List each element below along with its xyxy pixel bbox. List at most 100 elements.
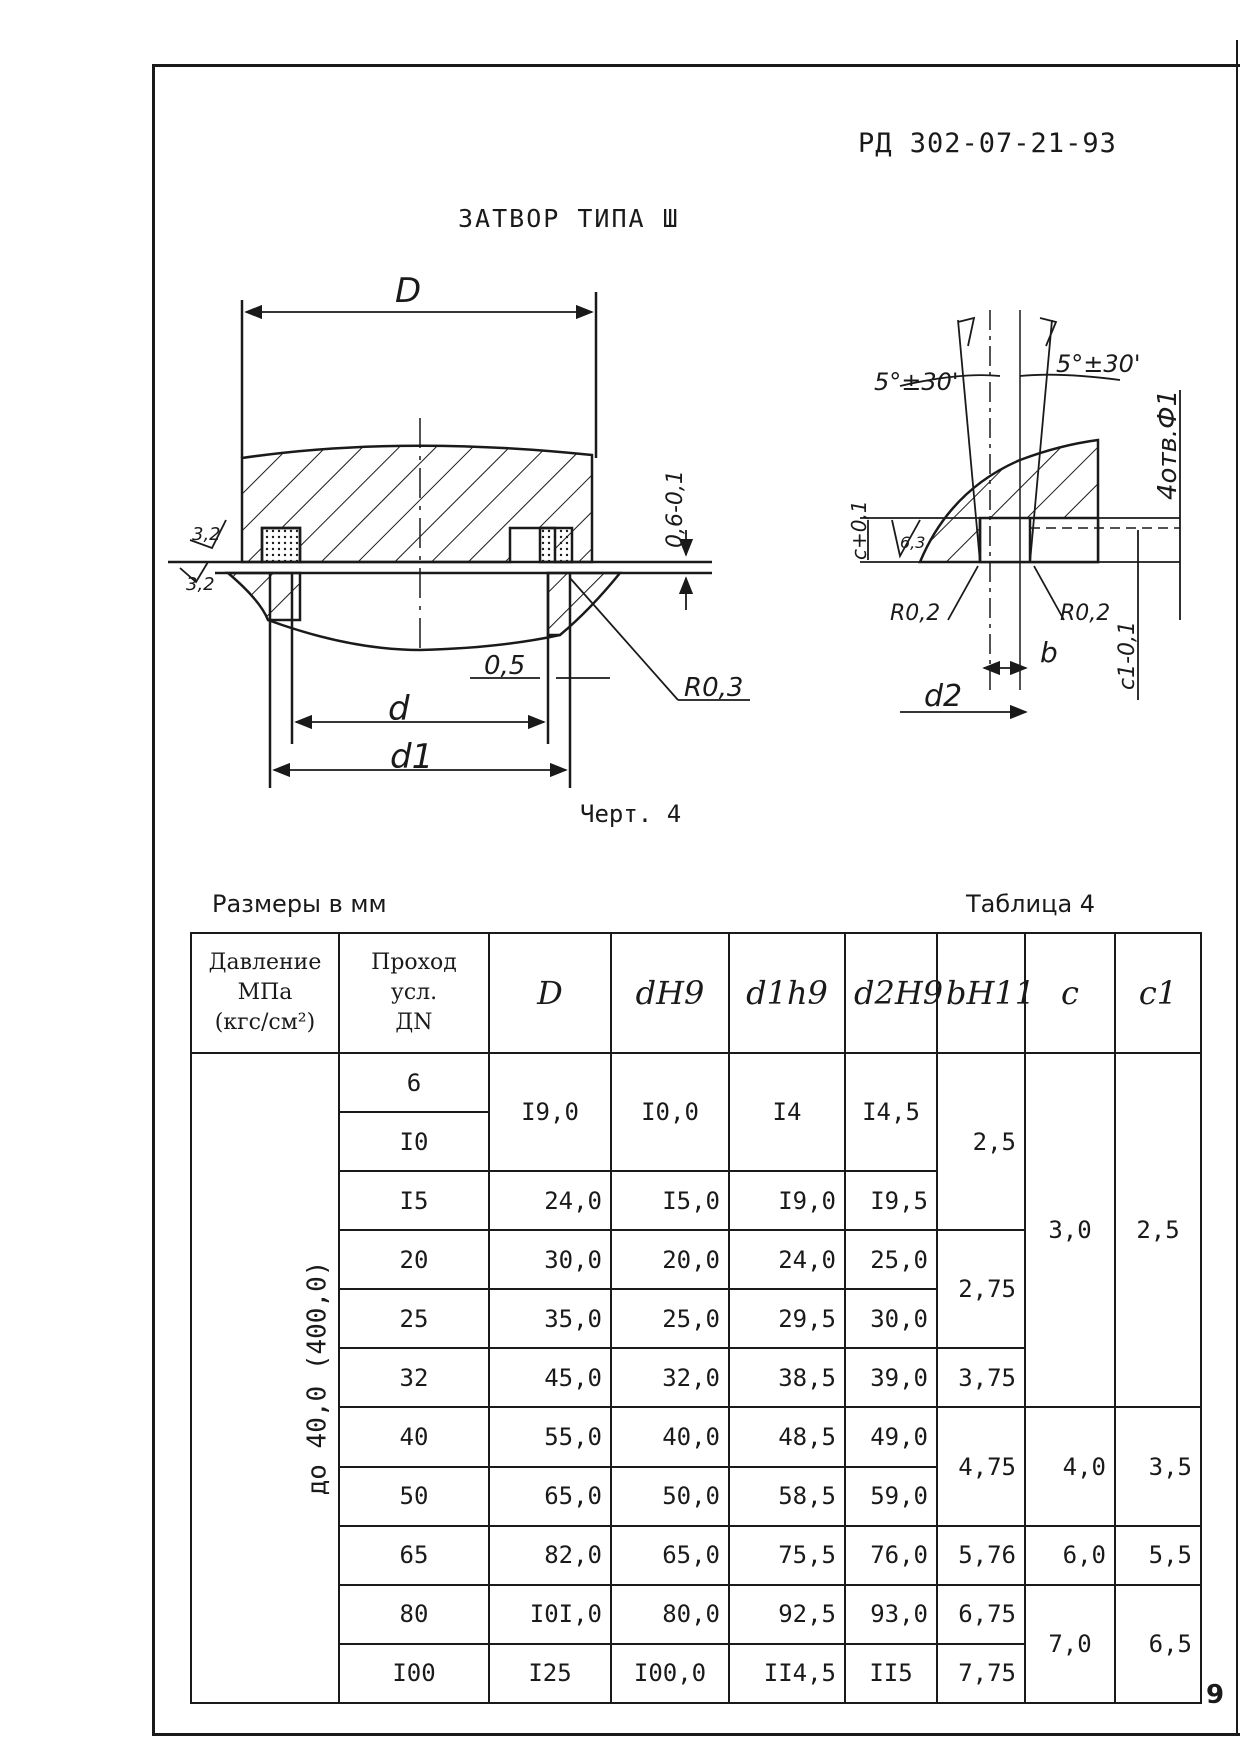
d1h9-cell: 38,5	[728, 1347, 846, 1409]
header-d1h9: d1h9	[728, 932, 846, 1054]
table-row: I00 I25 I00,0 II4,5 II5 7,75	[191, 1642, 1201, 1705]
header-D: D	[488, 932, 612, 1054]
D-cell: 45,0	[488, 1347, 612, 1409]
d1h9-cell: 75,5	[728, 1524, 846, 1586]
right-detail-view	[860, 310, 1181, 720]
dH9-cell: 40,0	[610, 1406, 730, 1468]
table-row: до 40,0 (400,0) 6 I9,0 I0,0 I4 I4,5 2,5 …	[190, 1051, 1202, 1704]
dim-D-label: D	[395, 271, 421, 311]
dn-cell: I0	[338, 1111, 490, 1173]
D-cell: 65,0	[488, 1465, 612, 1527]
c-cell: 3,0	[1024, 1051, 1116, 1409]
d2H9-cell: 49,0	[844, 1406, 938, 1468]
table-row: I0	[191, 1111, 1201, 1173]
D-cell: 82,0	[488, 1524, 612, 1586]
bH11-cell: 2,5	[936, 1051, 1026, 1232]
dim-d2-label: d2	[924, 679, 962, 714]
d1h9-cell: 29,5	[728, 1288, 846, 1350]
table-row: 80 I0I,0 80,0 92,5 93,0 6,75 7,0 6,5	[191, 1583, 1202, 1705]
dim-d1-label: d1	[390, 737, 433, 777]
bH11-cell: 4,75	[936, 1406, 1026, 1527]
dim-depth-label: 0,6-0,1	[663, 470, 688, 548]
angle-left-label: 5°±30'	[874, 368, 959, 396]
D-cell: 30,0	[488, 1229, 612, 1291]
header-passage: Проход усл. ДN	[338, 932, 490, 1054]
angle-right-label: 5°±30'	[1056, 350, 1141, 378]
header-bH11: bH11	[936, 932, 1035, 1054]
dim-c-label: c+0,1	[847, 500, 871, 560]
header-d2H9: d2H9	[844, 932, 943, 1054]
d1h9-cell: 92,5	[728, 1583, 846, 1645]
d1h9-cell: 58,5	[728, 1465, 846, 1527]
c1-cell: 5,5	[1114, 1524, 1202, 1586]
dn-cell: 20	[338, 1229, 490, 1291]
dH9-cell: 50,0	[610, 1465, 730, 1527]
page-mark: 9	[1206, 1680, 1225, 1710]
D-cell: I9,0	[488, 1051, 612, 1173]
d1h9-cell: I9,0	[728, 1170, 846, 1232]
d2H9-cell: I4,5	[844, 1051, 938, 1173]
dn-cell: I00	[338, 1642, 490, 1705]
dim-radius-2-label: R0,2	[1060, 601, 1110, 626]
dim-radius-1-label: R0,2	[890, 601, 940, 626]
table-row: 40 55,0 40,0 48,5 49,0 4,75 4,0 3,5	[191, 1406, 1202, 1527]
dH9-cell: 32,0	[610, 1347, 730, 1409]
dim-c1-label: c1-0,1	[1115, 621, 1140, 690]
pressure-cell: до 40,0 (400,0)	[190, 1052, 340, 1704]
header-dH9: dH9	[610, 932, 730, 1054]
drawing-frame	[152, 64, 1240, 1736]
table-row: 20 30,0 20,0 24,0 25,0 2,75	[191, 1229, 1201, 1350]
dH9-cell: 25,0	[610, 1288, 730, 1350]
c1-cell: 2,5	[1114, 1051, 1202, 1409]
dn-cell: I5	[338, 1170, 490, 1232]
d1h9-cell: I4	[728, 1051, 846, 1173]
d2H9-cell: 93,0	[844, 1583, 938, 1645]
table-row: 65 82,0 65,0 75,5 76,0 5,76 6,0 5,5	[191, 1524, 1202, 1586]
d2H9-cell: 25,0	[844, 1229, 938, 1291]
bH11-cell: 6,75	[936, 1583, 1026, 1645]
dH9-cell: I5,0	[610, 1170, 730, 1232]
dn-cell: 40	[338, 1406, 490, 1468]
roughness-label-2: 3,2	[186, 574, 215, 595]
units-note: Размеры в мм	[212, 890, 387, 918]
frame-right-edge	[1236, 40, 1238, 1736]
dH9-cell: 65,0	[610, 1524, 730, 1586]
bH11-cell: 5,76	[936, 1524, 1026, 1586]
bH11-cell: 2,75	[936, 1229, 1026, 1350]
c-cell: 4,0	[1024, 1406, 1116, 1527]
header-c: c	[1024, 932, 1116, 1054]
roughness-label-1: 3,2	[192, 524, 221, 545]
d2H9-cell: 30,0	[844, 1288, 938, 1350]
table-row: 25 35,0 25,0 29,5 30,0	[191, 1288, 1201, 1350]
D-cell: I0I,0	[488, 1583, 612, 1645]
table-row: 50 65,0 50,0 58,5 59,0	[191, 1465, 1201, 1527]
dim-radius-left-label: R0,3	[684, 673, 743, 703]
dn-cell: 80	[338, 1583, 490, 1645]
dn-cell: 32	[338, 1347, 490, 1409]
dH9-cell: 20,0	[610, 1229, 730, 1291]
table-row: I5 24,0 I5,0 I9,0 I9,5	[191, 1170, 1201, 1232]
c1-cell: 6,5	[1114, 1583, 1202, 1705]
c-cell: 6,0	[1024, 1524, 1116, 1586]
c-cell: 7,0	[1024, 1583, 1116, 1705]
d2H9-cell: II5	[844, 1642, 938, 1705]
dH9-cell: I0,0	[610, 1051, 730, 1173]
D-cell: I25	[488, 1642, 612, 1705]
table-row: 32 45,0 32,0 38,5 39,0 3,75	[191, 1347, 1201, 1409]
dH9-cell: 80,0	[610, 1583, 730, 1645]
dH9-cell: I00,0	[610, 1642, 730, 1705]
table-header-row: Давление МПа (кгс/см²) Проход усл. ДN D …	[190, 932, 1202, 1054]
roughness-label-3: 6,3	[900, 533, 925, 552]
table-label: Таблица 4	[966, 890, 1096, 918]
figure-caption: Черт. 4	[580, 800, 682, 828]
d1h9-cell: II4,5	[728, 1642, 846, 1705]
d1h9-cell: 48,5	[728, 1406, 846, 1468]
dn-cell: 6	[338, 1051, 490, 1114]
d1h9-cell: 24,0	[728, 1229, 846, 1291]
dn-cell: 50	[338, 1465, 490, 1527]
left-section-view	[168, 292, 750, 788]
header-c1: c1	[1114, 932, 1202, 1054]
dn-cell: 25	[338, 1288, 490, 1350]
bH11-cell: 7,75	[936, 1642, 1026, 1705]
d2H9-cell: 76,0	[844, 1524, 938, 1586]
